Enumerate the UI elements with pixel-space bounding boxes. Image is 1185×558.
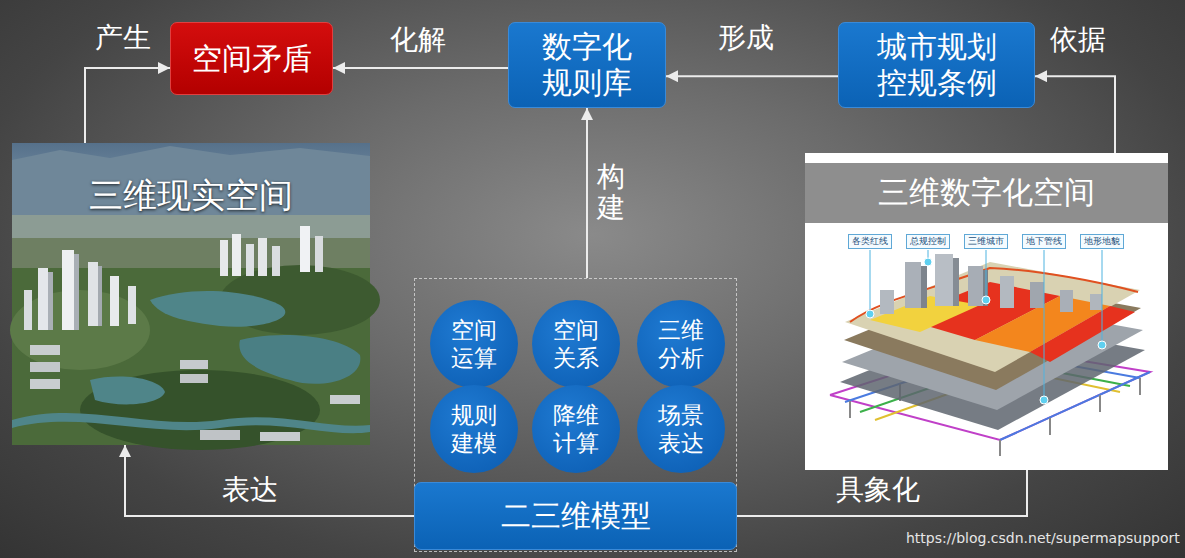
method-circle: 场景 表达 xyxy=(637,385,725,473)
method-group: 空间 运算空间 关系三维 分析规则 建模降维 计算场景 表达二三维模型 xyxy=(414,278,737,552)
method-circle: 空间 运算 xyxy=(430,300,518,388)
edge-label: 依据 xyxy=(1050,24,1106,56)
circle-label: 空间 运算 xyxy=(444,316,504,372)
panel-title: 三维数字化空间 xyxy=(805,163,1168,223)
method-circle: 空间 关系 xyxy=(532,300,620,388)
connector xyxy=(1035,76,1115,153)
edge-label: 产生 xyxy=(95,22,151,54)
connector xyxy=(333,67,508,69)
map-tag: 地下管线 xyxy=(1022,234,1066,249)
connector xyxy=(666,75,838,77)
conflict-box: 空间矛盾 xyxy=(170,22,333,95)
method-circle: 降维 计算 xyxy=(532,385,620,473)
edge-label: 化解 xyxy=(390,24,446,56)
circle-label: 三维 分析 xyxy=(651,316,711,372)
model-box: 二三维模型 xyxy=(414,482,737,550)
circle-label: 空间 关系 xyxy=(546,316,606,372)
connector xyxy=(85,68,170,143)
connector xyxy=(586,108,588,278)
edge-label: 表达 xyxy=(222,474,278,506)
panel-title: 三维现实空间 xyxy=(89,173,293,219)
method-circle: 规则 建模 xyxy=(430,385,518,473)
map-tag: 各类红线 xyxy=(848,234,892,249)
map-tag: 三维城市 xyxy=(964,234,1008,249)
method-circle: 三维 分析 xyxy=(637,300,725,388)
rule-base-box: 数字化 规则库 xyxy=(508,22,666,108)
connector xyxy=(125,445,414,516)
real-space-panel: 三维现实空间 xyxy=(12,143,370,445)
map-tag: 地形地貌 xyxy=(1080,234,1124,249)
regulation-box: 城市规划 控规条例 xyxy=(838,22,1035,108)
circle-label: 场景 表达 xyxy=(651,401,711,457)
map-tag: 总规控制 xyxy=(906,234,950,249)
connector xyxy=(737,470,1027,516)
box-label: 二三维模型 xyxy=(501,498,651,534)
circle-label: 规则 建模 xyxy=(444,401,504,457)
edge-label: 具象化 xyxy=(836,474,920,506)
circle-label: 降维 计算 xyxy=(546,401,606,457)
box-label: 城市规划 控规条例 xyxy=(872,29,1001,101)
box-label: 数字化 规则库 xyxy=(538,29,637,101)
box-label: 空间矛盾 xyxy=(192,41,312,77)
watermark: https://blog.csdn.net/supermapsupport xyxy=(906,530,1180,546)
digital-space-panel: 三维数字化空间 xyxy=(805,153,1168,470)
edge-label: 形成 xyxy=(718,22,774,54)
edge-label: 构建 xyxy=(597,162,625,224)
